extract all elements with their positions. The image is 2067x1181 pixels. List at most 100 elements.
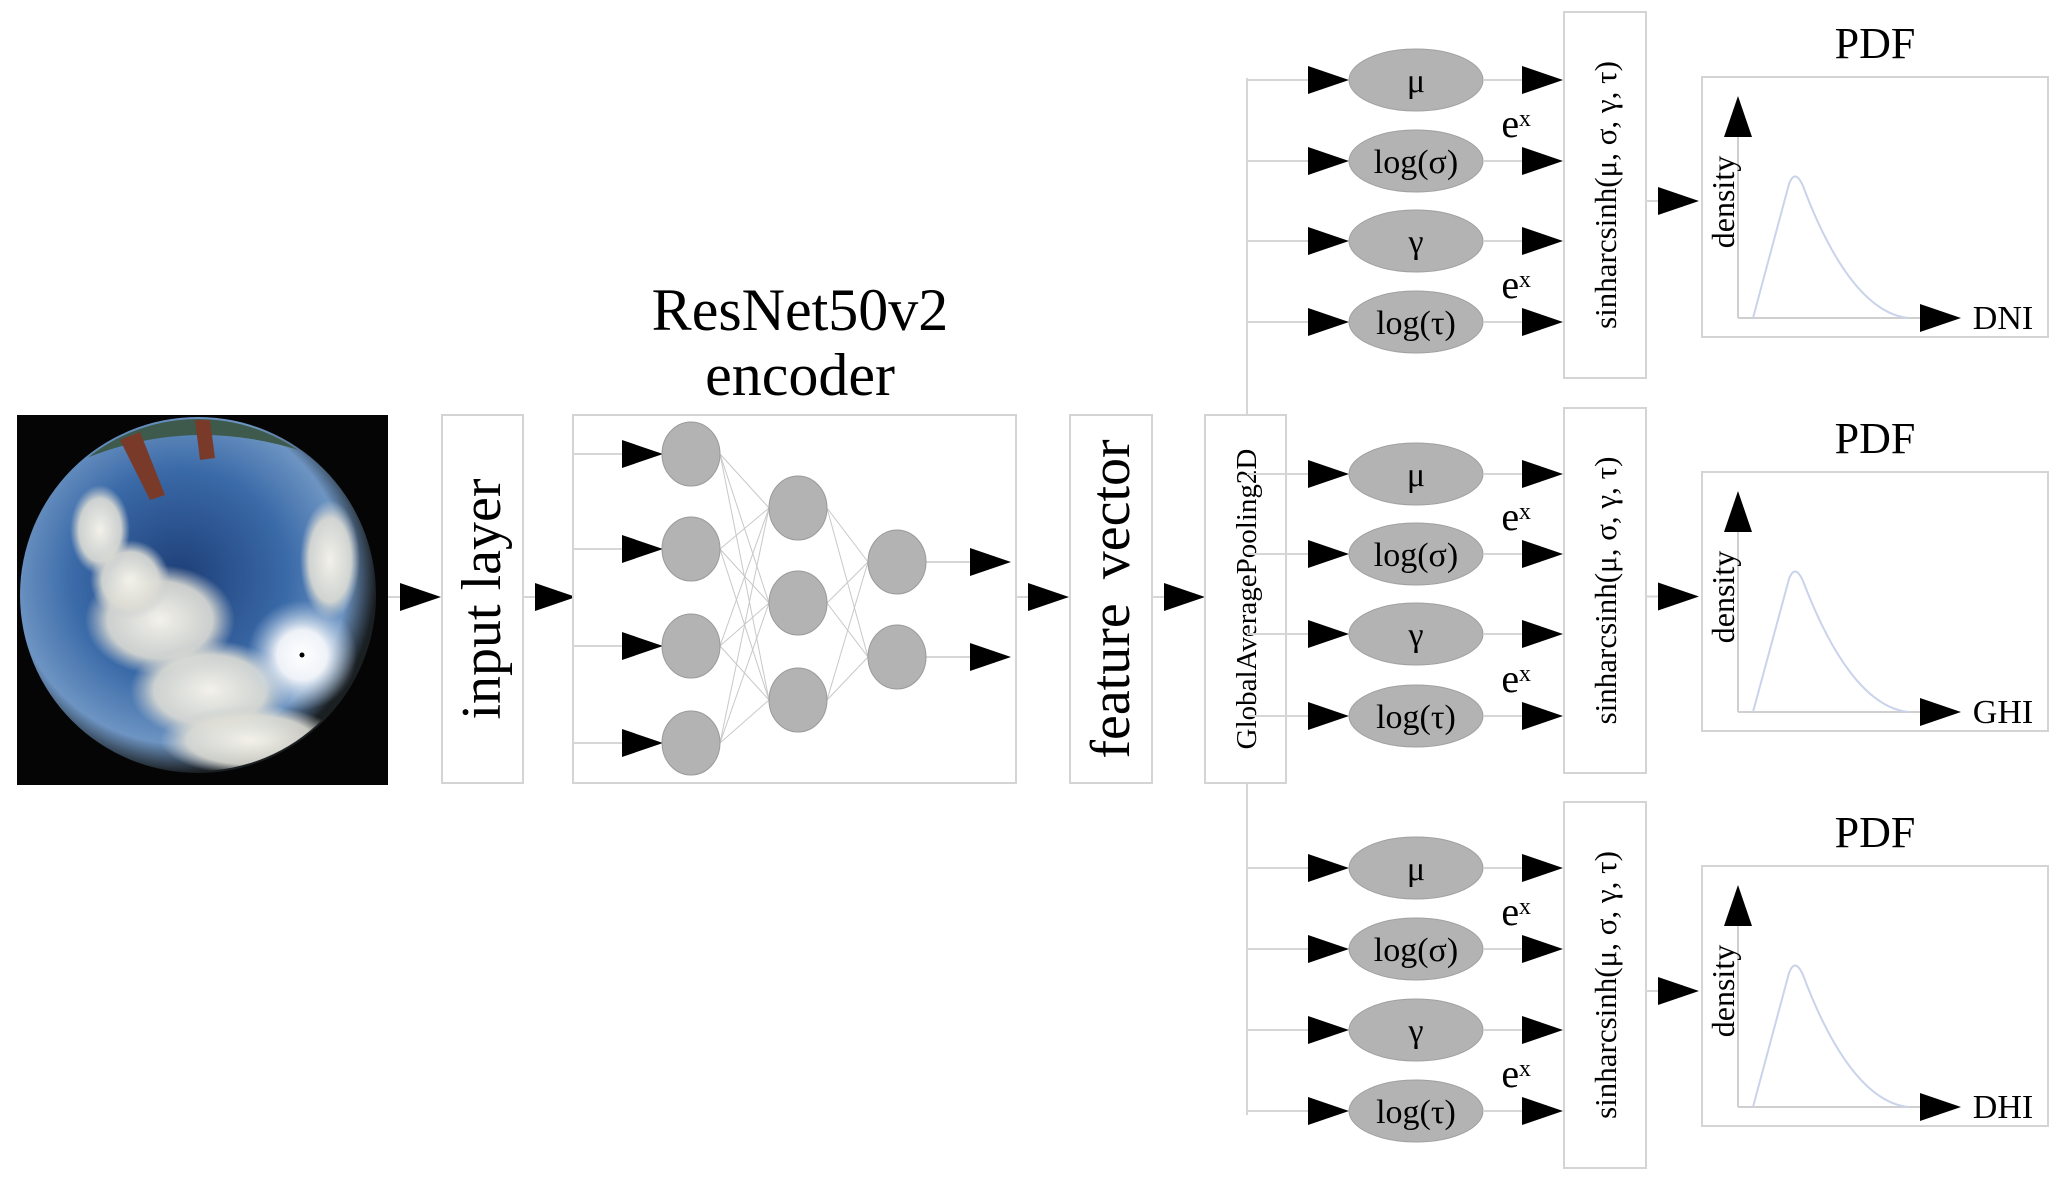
arrow-icon	[1308, 147, 1349, 175]
x-axis-arrow-icon	[1920, 698, 1961, 726]
exp-transform-label: eˣ	[1501, 101, 1531, 146]
arrow-icon	[1522, 66, 1563, 94]
nn-connection	[826, 507, 869, 563]
parameter-label: log(σ)	[1374, 932, 1458, 969]
arrow-icon	[1522, 308, 1563, 336]
feature-vector-block: feature vector	[1069, 414, 1153, 784]
y-axis-label: density	[1705, 156, 1741, 248]
pdf-plot-frame	[1701, 471, 2049, 732]
encoder-title-line2: encoder	[705, 342, 895, 408]
input-layer-label: input layer	[451, 478, 513, 719]
parameter-label: γ	[1407, 224, 1423, 261]
feature-vector-label: feature vector	[1080, 439, 1142, 759]
arrow-icon	[970, 643, 1011, 671]
arrow-icon	[1028, 583, 1069, 611]
input-layer-block: input layer	[441, 414, 524, 784]
distribution-label: sinharcsinh(μ, σ, γ, τ)	[1588, 851, 1623, 1119]
parameter-label: μ	[1407, 63, 1425, 100]
y-axis-arrow-icon	[1724, 491, 1752, 532]
arrow-icon	[1308, 308, 1349, 336]
neuron-node	[867, 624, 927, 690]
arrow-icon	[970, 548, 1011, 576]
distribution-label: sinharcsinh(μ, σ, γ, τ)	[1588, 61, 1623, 329]
arrow-icon	[1522, 227, 1563, 255]
arrow-icon	[622, 535, 663, 563]
arrow-icon	[1522, 540, 1563, 568]
arrow-icon	[1522, 1097, 1563, 1125]
arrow-icon	[622, 632, 663, 660]
encoder-title-line1: ResNet50v2	[652, 277, 949, 343]
nn-connection	[719, 507, 770, 647]
arrow-icon	[1308, 620, 1349, 648]
arrow-icon	[1658, 977, 1699, 1005]
neuron-node	[661, 710, 721, 776]
neuron-node	[661, 613, 721, 679]
density-curve	[1752, 964, 1909, 1108]
exp-transform-label: eˣ	[1501, 656, 1531, 701]
parameter-label: μ	[1407, 851, 1425, 888]
neuron-node	[661, 516, 721, 582]
arrow-icon	[1522, 935, 1563, 963]
nn-connection	[826, 561, 869, 701]
arrow-icon	[1308, 66, 1349, 94]
encoder-block	[572, 414, 1017, 784]
neuron-node	[867, 529, 927, 595]
neuron-node	[768, 475, 828, 541]
y-axis-arrow-icon	[1724, 96, 1752, 137]
distribution-label: sinharcsinh(μ, σ, γ, τ)	[1588, 457, 1623, 725]
arrow-icon	[622, 440, 663, 468]
nn-connection	[719, 699, 770, 744]
global-average-pooling-block: GlobalAveragePooling2D	[1204, 414, 1287, 784]
x-axis-arrow-icon	[1920, 304, 1961, 332]
arrow-icon	[1308, 1016, 1349, 1044]
distribution-block	[1563, 407, 1647, 774]
nn-connection	[826, 561, 869, 604]
density-curve	[1752, 570, 1909, 713]
density-curve	[1752, 175, 1909, 319]
exp-transform-label: eˣ	[1501, 1051, 1531, 1096]
exp-transform-label: eˣ	[1501, 262, 1531, 307]
x-axis-arrow-icon	[1920, 1093, 1961, 1121]
x-axis-label: DHI	[1973, 1089, 2033, 1126]
pdf-plot-frame	[1701, 76, 2049, 338]
pdf-title: PDF	[1835, 808, 1916, 857]
nn-connection	[719, 507, 770, 550]
arrow-icon	[1308, 460, 1349, 488]
arrow-icon	[1522, 854, 1563, 882]
arrow-icon	[1308, 227, 1349, 255]
parameter-label: log(σ)	[1374, 537, 1458, 574]
arrow-icon	[1308, 854, 1349, 882]
exp-transform-label: eˣ	[1501, 889, 1531, 934]
output-branch-dhi: μ log(σ) eˣ γ log(τ) eˣ sinharcsinh(μ, σ, γ, τ…	[1247, 801, 2049, 1169]
parameter-label: log(τ)	[1376, 305, 1456, 342]
distribution-block	[1563, 801, 1647, 1169]
y-axis-arrow-icon	[1724, 885, 1752, 926]
distribution-block	[1563, 11, 1647, 379]
nn-connection	[719, 507, 770, 744]
pdf-title: PDF	[1835, 19, 1916, 68]
arrow-icon	[1658, 187, 1699, 215]
y-axis-label: density	[1705, 551, 1741, 643]
global-average-pooling-label: GlobalAveragePooling2D	[1231, 449, 1263, 750]
arrow-icon	[1522, 1016, 1563, 1044]
parameter-label: γ	[1407, 1013, 1423, 1050]
nn-connection	[719, 602, 770, 744]
nn-connection	[719, 453, 770, 509]
neuron-node	[661, 421, 721, 487]
pdf-plot-frame	[1701, 865, 2049, 1127]
arrow-icon	[1522, 460, 1563, 488]
arrow-icon	[1522, 620, 1563, 648]
parameter-label: log(τ)	[1376, 1094, 1456, 1131]
neuron-node	[768, 667, 828, 733]
neuron-node	[768, 570, 828, 636]
arrow-icon	[622, 729, 663, 757]
sky-image	[17, 415, 388, 785]
exp-transform-label: eˣ	[1501, 494, 1531, 539]
parameter-label: log(τ)	[1376, 699, 1456, 736]
pdf-title: PDF	[1835, 414, 1916, 463]
arrow-icon	[1308, 1097, 1349, 1125]
arrow-icon	[1308, 935, 1349, 963]
arrow-icon	[1522, 147, 1563, 175]
